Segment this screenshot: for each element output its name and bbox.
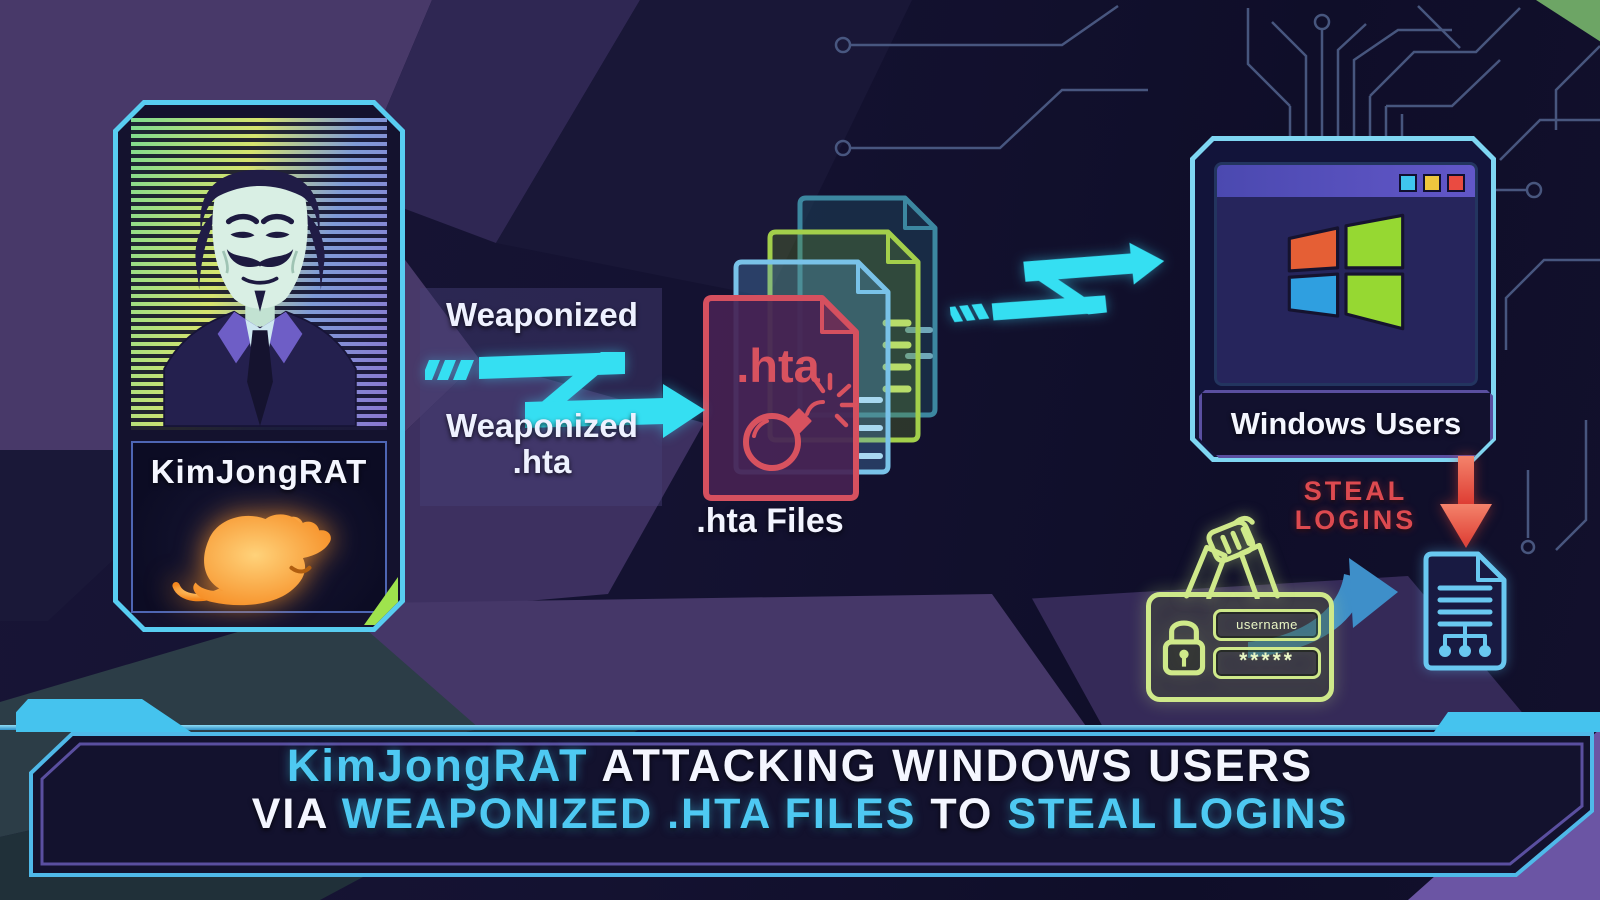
attacker-card: KimJongRAT — [113, 100, 405, 632]
zigzag-arrow-icon — [425, 352, 705, 438]
weaponized-top-label: Weaponized — [446, 296, 638, 333]
attacker-name: KimJongRAT — [150, 453, 368, 490]
attacker-photo — [131, 118, 387, 430]
weaponized-hta-line1: Weaponized — [446, 407, 638, 444]
banner-top-line — [0, 725, 1600, 730]
window-button-minimize[interactable] — [1399, 174, 1417, 192]
windows-users-text: Windows Users — [1230, 406, 1462, 441]
credential-card-icon: username ***** — [1146, 592, 1334, 702]
banner-accent-steal: STEAL LOGINS — [1007, 790, 1349, 838]
steal-line: STEAL — [1303, 476, 1408, 506]
zigzag-arrow-icon — [946, 242, 1165, 323]
swoosh-arrow-icon — [1248, 558, 1398, 658]
handshake-icon — [1184, 515, 1280, 599]
banner-right-tab — [1434, 712, 1600, 732]
padlock-icon — [1162, 620, 1206, 676]
browser-titlebar — [1217, 165, 1475, 197]
window-button-close[interactable] — [1447, 174, 1465, 192]
password-field[interactable]: ***** — [1213, 647, 1321, 679]
banner-panel — [29, 732, 1594, 877]
banner-line1-rest: ATTACKING WINDOWS USERS — [588, 740, 1314, 791]
windows-users-label: Windows Users — [1199, 390, 1493, 458]
browser-window-icon — [1214, 162, 1478, 386]
weaponized-hta-label: Weaponized .hta — [412, 408, 672, 480]
logins-line: LOGINS — [1294, 505, 1417, 535]
hta-file-label: .hta — [736, 339, 820, 392]
steal-logins-label: STEAL LOGINS — [1268, 477, 1443, 535]
username-field[interactable]: username — [1213, 609, 1321, 641]
banner-accent-kimjongrat: KimJongRAT — [286, 740, 589, 791]
banner-line2-prefix: VIA — [251, 790, 342, 838]
attacker-card-inner: KimJongRAT — [118, 105, 400, 627]
window-button-restore[interactable] — [1423, 174, 1441, 192]
banner-accent-weaponized: WEAPONIZED .HTA FILES — [341, 790, 917, 838]
down-arrow-icon — [1440, 456, 1492, 548]
bomb-icon — [743, 372, 858, 471]
banner-title-line1: KimJongRAT ATTACKING WINDOWS USERS — [0, 740, 1600, 792]
guy-fawkes-mask-icon — [131, 118, 387, 430]
hta-file-stack-icon: .hta — [703, 195, 938, 501]
stolen-data-file-icon — [1423, 551, 1507, 671]
weaponized-panel — [420, 288, 662, 506]
windows-logo-icon — [1283, 213, 1409, 331]
banner-title-line2: VIA WEAPONIZED .HTA FILES TO STEAL LOGIN… — [0, 790, 1600, 839]
banner-line2-mid: TO — [916, 790, 1008, 838]
rat-icon — [169, 493, 349, 615]
attacker-nameplate: KimJongRAT — [131, 441, 387, 613]
hta-files-caption: .hta Files — [696, 502, 844, 540]
weaponized-hta-line2: .hta — [512, 443, 572, 480]
